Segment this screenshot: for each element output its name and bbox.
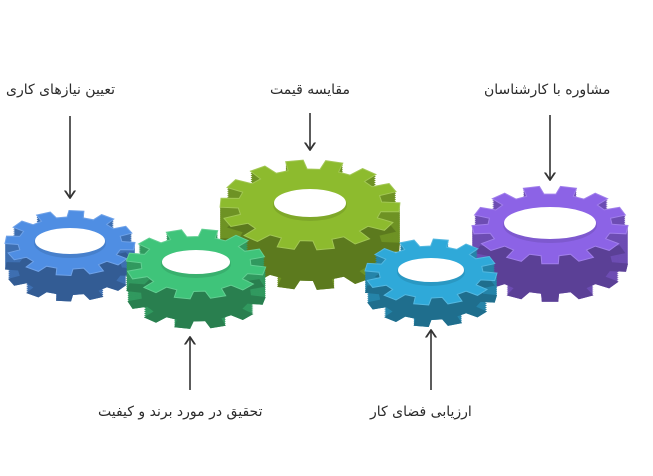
gear-blue-hole [35, 228, 105, 254]
gear-cyan [364, 238, 498, 327]
gear-cyan-hole [398, 258, 464, 282]
gear-purple-hole [504, 207, 596, 239]
gear-green [125, 228, 267, 329]
label-workspace-evaluation: ارزیابی فضای کار [370, 404, 472, 420]
label-business-needs: تعیین نیازهای کاری [6, 82, 116, 98]
gear-green-hole [162, 250, 230, 274]
label-price-comparison: مقایسه قیمت [270, 82, 350, 98]
gear-purple [471, 185, 629, 302]
gear-olive-hole [274, 189, 346, 217]
gear-olive [219, 159, 401, 290]
label-brand-quality-research: تحقیق در مورد برند و کیفیت [98, 404, 263, 420]
label-expert-consultation: مشاوره با کارشناسان [484, 82, 611, 98]
gear-blue [4, 209, 136, 302]
